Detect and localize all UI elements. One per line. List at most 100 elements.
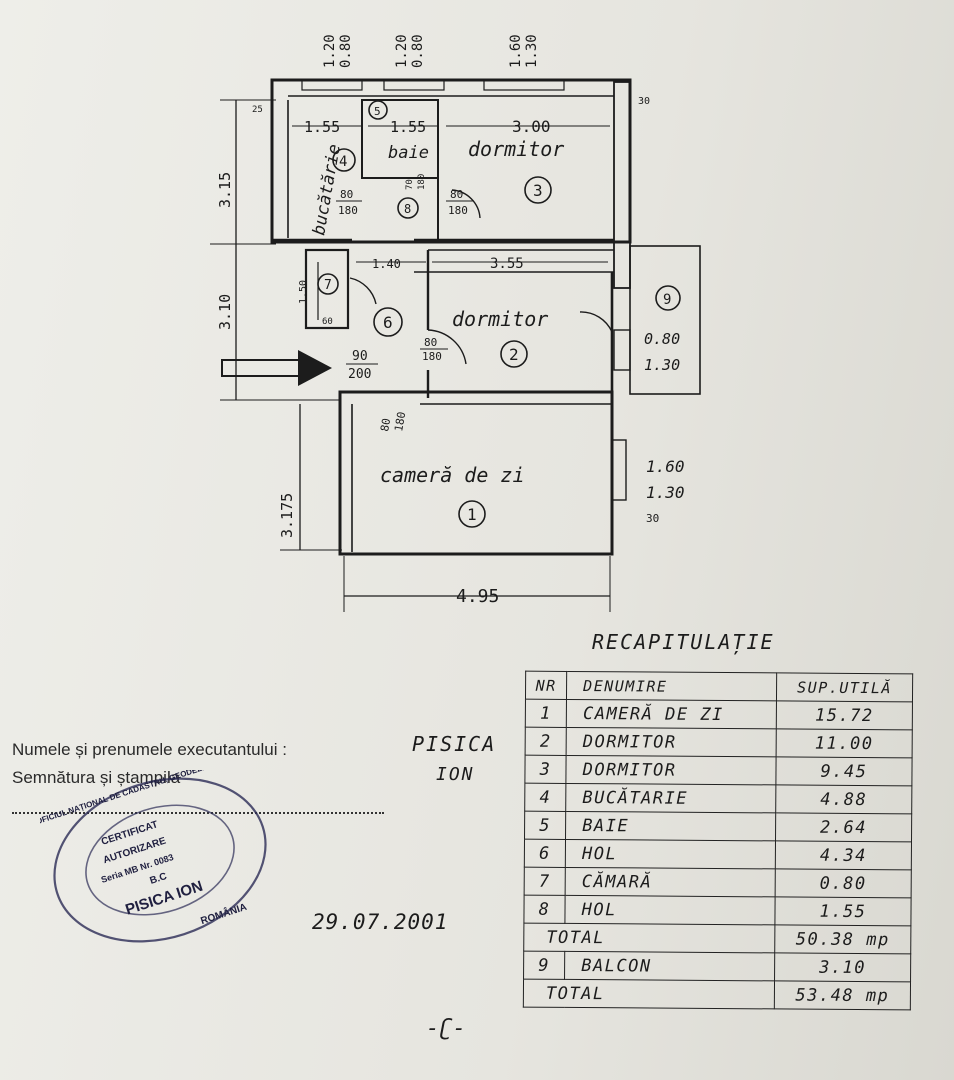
row-nr: 3 bbox=[524, 755, 567, 784]
wall-right-thick bbox=[613, 81, 631, 289]
door-3-bottom: 180 bbox=[448, 204, 468, 217]
width-pantry: 1.50 bbox=[298, 280, 309, 304]
window-w-1: 1.20 bbox=[322, 34, 338, 68]
table-row: 5 BAIE 2.64 bbox=[524, 811, 912, 842]
recap-table: NR DENUMIRE SUP.UTILĂ 1 CAMERĂ DE ZI 15.… bbox=[523, 671, 913, 1011]
recap-title: RECAPITULAȚIE bbox=[592, 630, 775, 654]
floor-plan: 1.20 0.80 1.20 0.80 1.60 1.30 0.80 1.30 … bbox=[210, 34, 701, 612]
room-name-dormitor2: dormitor bbox=[452, 307, 548, 331]
row-nr: 7 bbox=[524, 867, 566, 896]
window-w-4: 0.80 bbox=[644, 330, 680, 348]
window-h-3: 1.30 bbox=[524, 34, 540, 68]
wall-thickness-right-2: 30 bbox=[646, 512, 659, 525]
window-h-2: 0.80 bbox=[410, 34, 426, 68]
row-name: CAMERĂ DE ZI bbox=[566, 699, 777, 729]
entry-arrow-icon bbox=[221, 350, 332, 386]
wall-thickness-right: 30 bbox=[638, 96, 650, 107]
official-stamp-icon: CERTIFICAT AUTORIZARE Seria MB Nr. 0083 … bbox=[40, 770, 278, 943]
room-name-camera: cameră de zi bbox=[380, 463, 525, 487]
stamp-line-4: B.C bbox=[148, 871, 168, 887]
room-number-3: 3 bbox=[533, 181, 543, 200]
door-3-top: 80 bbox=[450, 188, 463, 201]
width-living: 4.95 bbox=[456, 586, 499, 607]
row-nr: 5 bbox=[524, 811, 566, 840]
table-row: 7 CĂMARĂ 0.80 bbox=[524, 867, 912, 898]
window-w-2: 1.20 bbox=[394, 34, 410, 68]
total-row: TOTAL 50.38 mp bbox=[523, 923, 911, 954]
room-name-dormitor3: dormitor bbox=[468, 137, 564, 161]
balcony-box bbox=[629, 245, 701, 395]
height-3: 3.175 bbox=[278, 493, 296, 538]
table-row: 2 DORMITOR 11.00 bbox=[525, 727, 913, 758]
balcony-name: BALCON bbox=[564, 951, 775, 981]
executant-name-first: PISICA bbox=[412, 732, 497, 756]
row-area: 4.88 bbox=[775, 784, 912, 814]
height-1: 3.15 bbox=[216, 172, 234, 208]
table-row: 3 DORMITOR 9.45 bbox=[524, 755, 913, 786]
window-h-1: 0.80 bbox=[338, 34, 354, 68]
door-2-bottom: 180 bbox=[417, 174, 427, 190]
door-4-top: 80 bbox=[424, 336, 437, 349]
room-number-4: 4 bbox=[339, 154, 347, 170]
row-name: BUCĂTARIE bbox=[565, 783, 776, 813]
table-row: 8 HOL 1.55 bbox=[523, 895, 912, 926]
row-nr: 2 bbox=[525, 727, 567, 756]
row-nr: 6 bbox=[524, 839, 566, 868]
row-area: 1.55 bbox=[774, 896, 912, 926]
grand-total-label: TOTAL bbox=[523, 979, 775, 1009]
width-bath: 1.55 bbox=[390, 118, 426, 136]
width-bedroom2: 3.55 bbox=[490, 256, 524, 272]
room-number-1: 1 bbox=[467, 505, 477, 524]
door-6-top: 80 bbox=[378, 417, 393, 432]
wall-thickness-left: 25 bbox=[252, 105, 263, 115]
window-w-5: 1.60 bbox=[646, 457, 685, 476]
room-number-7: 7 bbox=[324, 278, 332, 293]
row-area: 15.72 bbox=[776, 700, 913, 730]
row-name: CĂMARĂ bbox=[565, 867, 776, 897]
balcony-row: 9 BALCON 3.10 bbox=[523, 951, 911, 982]
width-hall: 1.40 bbox=[372, 257, 401, 271]
pantry-box bbox=[304, 248, 350, 330]
door-1-top: 80 bbox=[340, 188, 353, 201]
window-h-4: 1.30 bbox=[644, 356, 680, 374]
document-date: 29.07.2001 bbox=[312, 910, 449, 934]
table-row: 4 BUCĂTARIE 4.88 bbox=[524, 783, 912, 814]
door-5-bottom: 200 bbox=[348, 367, 371, 382]
door-1-bottom: 180 bbox=[338, 204, 358, 217]
total-value: 50.38 mp bbox=[774, 924, 911, 954]
executant-name-second: ION bbox=[436, 764, 475, 785]
signature-label: Semnătura și ștampila bbox=[12, 768, 181, 787]
door-4-bottom: 180 bbox=[422, 350, 442, 363]
room-number-5: 5 bbox=[374, 105, 381, 118]
row-name: DORMITOR bbox=[566, 727, 777, 757]
signature-line bbox=[12, 800, 384, 814]
row-nr: 8 bbox=[523, 895, 566, 924]
row-name: HOL bbox=[565, 839, 776, 869]
row-area: 2.64 bbox=[775, 812, 912, 842]
room-name-baie: baie bbox=[388, 143, 429, 163]
door-2-top: 70 bbox=[405, 179, 415, 190]
recap-header-row: NR DENUMIRE SUP.UTILĂ bbox=[525, 671, 913, 702]
grand-total-value: 53.48 mp bbox=[774, 980, 911, 1010]
row-area: 11.00 bbox=[776, 728, 913, 758]
grand-total-row: TOTAL 53.48 mp bbox=[523, 979, 911, 1010]
room-number-2: 2 bbox=[509, 345, 519, 364]
stamp-country: ROMÂNIA bbox=[199, 900, 248, 927]
table-row: 6 HOL 4.34 bbox=[524, 839, 912, 870]
header-area: SUP.UTILĂ bbox=[776, 672, 913, 702]
row-nr: 4 bbox=[524, 783, 567, 812]
header-nr: NR bbox=[525, 671, 567, 700]
room-number-9: 9 bbox=[663, 292, 671, 308]
row-name: DORMITOR bbox=[566, 755, 777, 785]
row-area: 0.80 bbox=[775, 868, 912, 898]
window-h-5: 1.30 bbox=[646, 483, 685, 502]
door-5-top: 90 bbox=[352, 349, 368, 364]
width-pantry-door: 60 bbox=[322, 317, 333, 327]
executant-label: Numele și prenumele executantului : bbox=[12, 740, 287, 759]
row-area: 9.45 bbox=[775, 756, 913, 786]
door-6-bottom: 180 bbox=[392, 411, 408, 433]
window-w-3: 1.60 bbox=[508, 34, 524, 68]
row-nr: 1 bbox=[525, 699, 567, 728]
room-number-8: 8 bbox=[404, 202, 411, 216]
